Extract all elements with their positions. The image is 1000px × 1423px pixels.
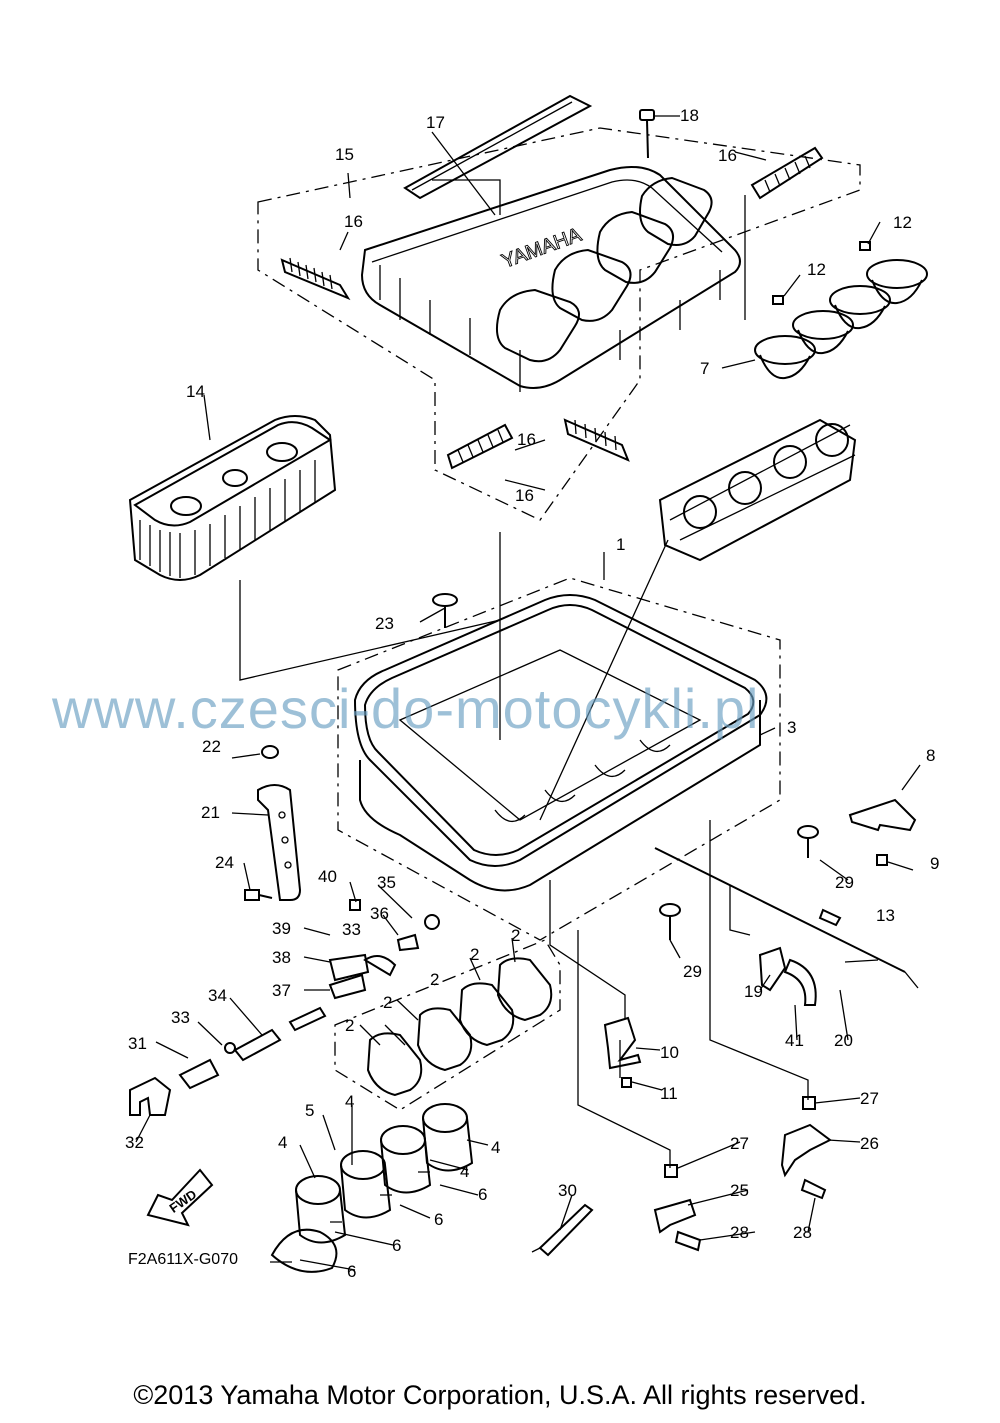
spring-clip bbox=[563, 418, 630, 462]
air-box-cover: YAMAHA bbox=[257, 127, 861, 521]
watermark-text: www.czesci-do-motocykli.pl bbox=[52, 677, 760, 740]
callout-39: 39 bbox=[272, 919, 291, 938]
cover-brand-text: YAMAHA bbox=[499, 224, 585, 273]
callout-12: 12 bbox=[893, 213, 912, 232]
spring-clips bbox=[280, 146, 824, 470]
callout-2: 2 bbox=[345, 1016, 354, 1035]
air-filter-element bbox=[128, 415, 337, 581]
right-brackets bbox=[603, 908, 842, 1252]
callout-27: 27 bbox=[730, 1134, 749, 1153]
callout-labels: 1 3 2 2 2 2 2 4 4 4 4 5 6 6 6 6 7 8 9 10… bbox=[125, 106, 939, 1281]
diagram-code: F2A611X-G070 bbox=[128, 1251, 238, 1268]
callout-21: 21 bbox=[201, 803, 220, 822]
bracket-21 bbox=[257, 784, 302, 901]
callout-14: 14 bbox=[186, 382, 205, 401]
callout-30: 30 bbox=[558, 1181, 577, 1200]
callout-38: 38 bbox=[272, 948, 291, 967]
callout-1: 1 bbox=[616, 535, 625, 554]
air-box-case bbox=[337, 577, 781, 941]
callout-9: 9 bbox=[930, 854, 939, 873]
spring-clip bbox=[280, 257, 351, 301]
callout-6: 6 bbox=[392, 1236, 401, 1255]
callout-16: 16 bbox=[344, 212, 363, 231]
throttle-body-assembly bbox=[658, 418, 857, 562]
cable-13 bbox=[654, 847, 919, 989]
callout-13: 13 bbox=[876, 906, 895, 925]
callout-20: 20 bbox=[834, 1031, 853, 1050]
callout-10: 10 bbox=[660, 1043, 679, 1062]
callout-2: 2 bbox=[470, 945, 479, 964]
fwd-arrow-icon: FWD bbox=[146, 1168, 214, 1227]
callout-24: 24 bbox=[215, 853, 234, 872]
callout-25: 25 bbox=[730, 1181, 749, 1200]
callout-5: 5 bbox=[305, 1101, 314, 1120]
callout-6: 6 bbox=[347, 1262, 356, 1281]
callout-32: 32 bbox=[125, 1133, 144, 1152]
bracket-8 bbox=[848, 798, 917, 832]
leader-lines bbox=[135, 115, 921, 1271]
callout-18: 18 bbox=[680, 106, 699, 125]
callout-37: 37 bbox=[272, 981, 291, 1000]
callout-27: 27 bbox=[860, 1089, 879, 1108]
callout-31: 31 bbox=[128, 1034, 147, 1053]
callout-28: 28 bbox=[730, 1223, 749, 1242]
cable-tie-30 bbox=[531, 1203, 594, 1257]
carb-joints bbox=[270, 1103, 474, 1273]
callout-23: 23 bbox=[375, 614, 394, 633]
callout-19: 19 bbox=[744, 982, 763, 1001]
callout-40: 40 bbox=[318, 867, 337, 886]
callout-16: 16 bbox=[515, 486, 534, 505]
spring-clip bbox=[750, 146, 824, 200]
callout-35: 35 bbox=[377, 873, 396, 892]
callout-29: 29 bbox=[835, 873, 854, 892]
callout-16: 16 bbox=[517, 430, 536, 449]
callout-22: 22 bbox=[202, 737, 221, 756]
callout-4: 4 bbox=[278, 1133, 287, 1152]
callout-33: 33 bbox=[342, 920, 361, 939]
callout-3: 3 bbox=[787, 718, 796, 737]
spring-clip bbox=[446, 423, 514, 470]
callout-11: 11 bbox=[660, 1084, 678, 1103]
copyright-notice: ©2013 Yamaha Motor Corporation, U.S.A. A… bbox=[133, 1380, 867, 1410]
callout-17: 17 bbox=[426, 113, 445, 132]
callout-2: 2 bbox=[430, 970, 439, 989]
callout-4: 4 bbox=[345, 1092, 354, 1111]
cover-emblem bbox=[403, 94, 593, 200]
intake-funnels bbox=[754, 241, 928, 380]
callout-6: 6 bbox=[434, 1210, 443, 1229]
callout-8: 8 bbox=[926, 746, 935, 765]
callout-15: 15 bbox=[335, 145, 354, 164]
intake-joints bbox=[334, 939, 561, 1111]
callout-2: 2 bbox=[511, 926, 520, 945]
callout-7: 7 bbox=[700, 359, 709, 378]
callout-41: 41 bbox=[785, 1031, 804, 1050]
callout-12: 12 bbox=[807, 260, 826, 279]
callout-26: 26 bbox=[860, 1134, 879, 1153]
left-small-parts bbox=[129, 914, 440, 1116]
callout-28: 28 bbox=[793, 1223, 812, 1242]
callout-16: 16 bbox=[718, 146, 737, 165]
callout-4: 4 bbox=[460, 1162, 469, 1181]
callout-36: 36 bbox=[370, 904, 389, 923]
callout-2: 2 bbox=[383, 993, 392, 1012]
callout-34: 34 bbox=[208, 986, 227, 1005]
callout-4: 4 bbox=[491, 1138, 500, 1157]
callout-6: 6 bbox=[478, 1185, 487, 1204]
small-hardware bbox=[244, 593, 888, 1178]
cover-bolt bbox=[639, 109, 655, 159]
callout-33: 33 bbox=[171, 1008, 190, 1027]
callout-29: 29 bbox=[683, 962, 702, 981]
